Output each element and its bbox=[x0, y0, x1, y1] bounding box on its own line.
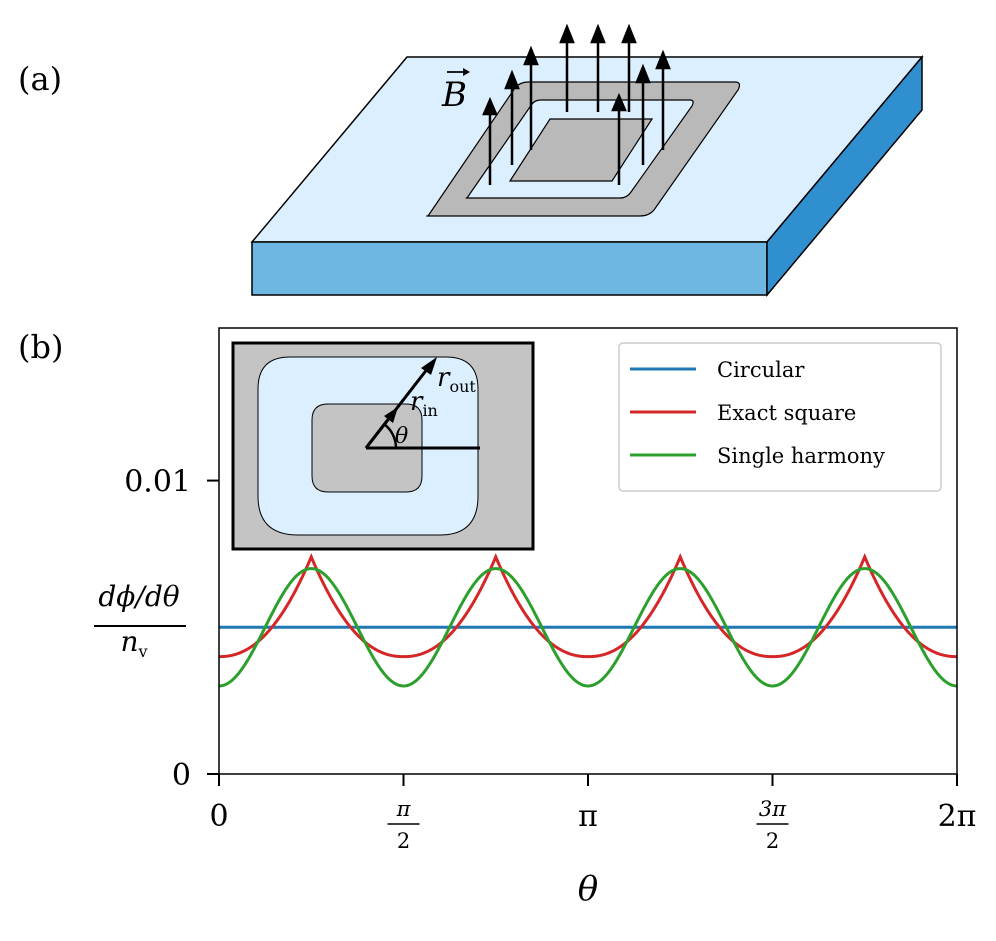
inner-film-square bbox=[508, 118, 654, 182]
x-tick-label-numerator: 3π bbox=[759, 797, 787, 821]
slab-side-face bbox=[766, 54, 923, 298]
r-out-label: rout bbox=[437, 363, 476, 396]
square-annulus-film bbox=[426, 81, 741, 217]
panel-b-label: (b) bbox=[18, 328, 63, 366]
field-label-B: B bbox=[441, 68, 470, 115]
x-axis-label: θ bbox=[578, 869, 598, 909]
x-tick-label-denominator: 2 bbox=[397, 829, 410, 853]
series-layer bbox=[218, 553, 958, 688]
y-label-numerator: dϕ/dθ bbox=[98, 580, 179, 613]
legend-label-circular: Circular bbox=[717, 358, 805, 382]
slab-front-face bbox=[251, 241, 768, 296]
magnetic-field-arrows bbox=[482, 23, 671, 185]
outer-film-ring bbox=[426, 81, 741, 217]
r-in-arrow bbox=[364, 416, 392, 449]
angle-label: θ bbox=[395, 424, 408, 449]
series-line-exact-square bbox=[218, 553, 958, 659]
y-tick-label: 0.01 bbox=[124, 465, 191, 500]
legend-label-exact-square: Exact square bbox=[717, 401, 856, 425]
angle-arc bbox=[383, 423, 398, 449]
y-axis-label: dϕ/dθ nv bbox=[94, 580, 186, 661]
x-tick-label: 0 bbox=[209, 799, 228, 834]
r-in-label: rin bbox=[410, 387, 438, 420]
y-label-denominator: nv bbox=[120, 625, 147, 661]
series-line-single-harmony bbox=[218, 567, 958, 688]
field-symbol: B bbox=[441, 75, 467, 115]
legend-label-single-harmony: Single harmony bbox=[717, 444, 885, 468]
x-tick-label-denominator: 2 bbox=[766, 829, 779, 853]
legend-box bbox=[618, 342, 942, 492]
legend: Circular Exact square Single harmony bbox=[618, 342, 942, 492]
panel-a-label: (a) bbox=[18, 60, 62, 98]
x-tick-label: π bbox=[578, 799, 598, 834]
x-tick-label: 2π bbox=[938, 799, 977, 834]
y-ticks: 00.01 bbox=[124, 465, 219, 793]
y-tick-label: 0 bbox=[172, 758, 191, 793]
inset-diagram: rout rin θ bbox=[231, 341, 535, 551]
x-tick-label-numerator: π bbox=[396, 797, 412, 821]
